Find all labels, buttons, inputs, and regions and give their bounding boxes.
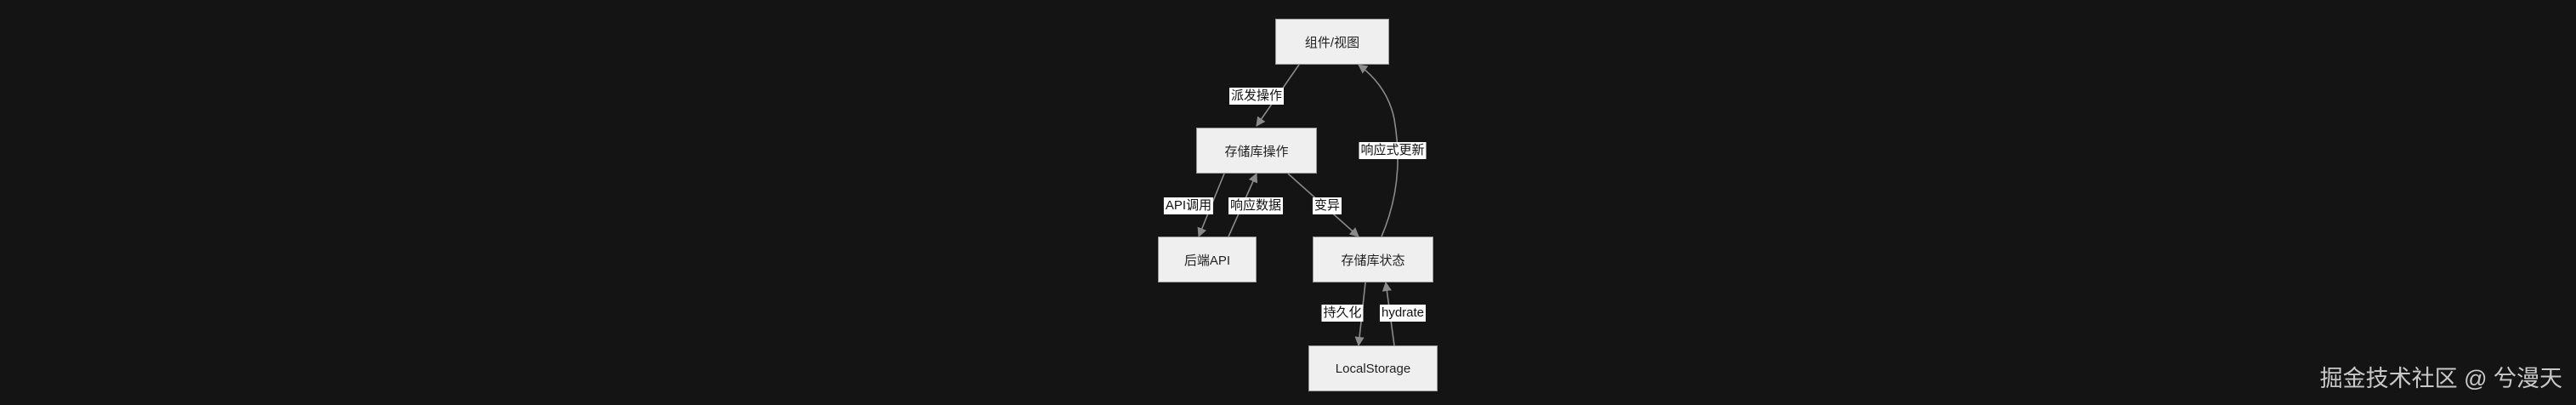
edge-label-persist: 持久化 xyxy=(1321,305,1364,322)
edge-label-response: 响应数据 xyxy=(1228,197,1284,214)
edge-reactive-update xyxy=(1358,64,1399,237)
node-label: 后端API xyxy=(1183,253,1231,268)
node-label: LocalStorage xyxy=(1335,361,1411,376)
node-label: 存储库操作 xyxy=(1224,144,1289,159)
edge-label-reactive-update: 响应式更新 xyxy=(1359,142,1427,159)
watermark: 掘金技术社区 @ 兮漫天 xyxy=(2319,366,2562,391)
edge-label-hydrate: hydrate xyxy=(1379,305,1427,322)
node-local-storage: LocalStorage xyxy=(1308,345,1438,391)
node-backend-api: 后端API xyxy=(1158,237,1257,282)
node-component-view: 组件/视图 xyxy=(1275,19,1389,65)
edge-label-dispatch: 派发操作 xyxy=(1228,88,1285,105)
edge-label-mutate: 变异 xyxy=(1312,197,1342,214)
edge-label-api-call: API调用 xyxy=(1163,197,1214,214)
node-label: 组件/视图 xyxy=(1304,35,1360,50)
node-store-actions: 存储库操作 xyxy=(1196,128,1317,174)
node-label: 存储库状态 xyxy=(1341,253,1405,268)
node-store-state: 存储库状态 xyxy=(1313,237,1433,282)
